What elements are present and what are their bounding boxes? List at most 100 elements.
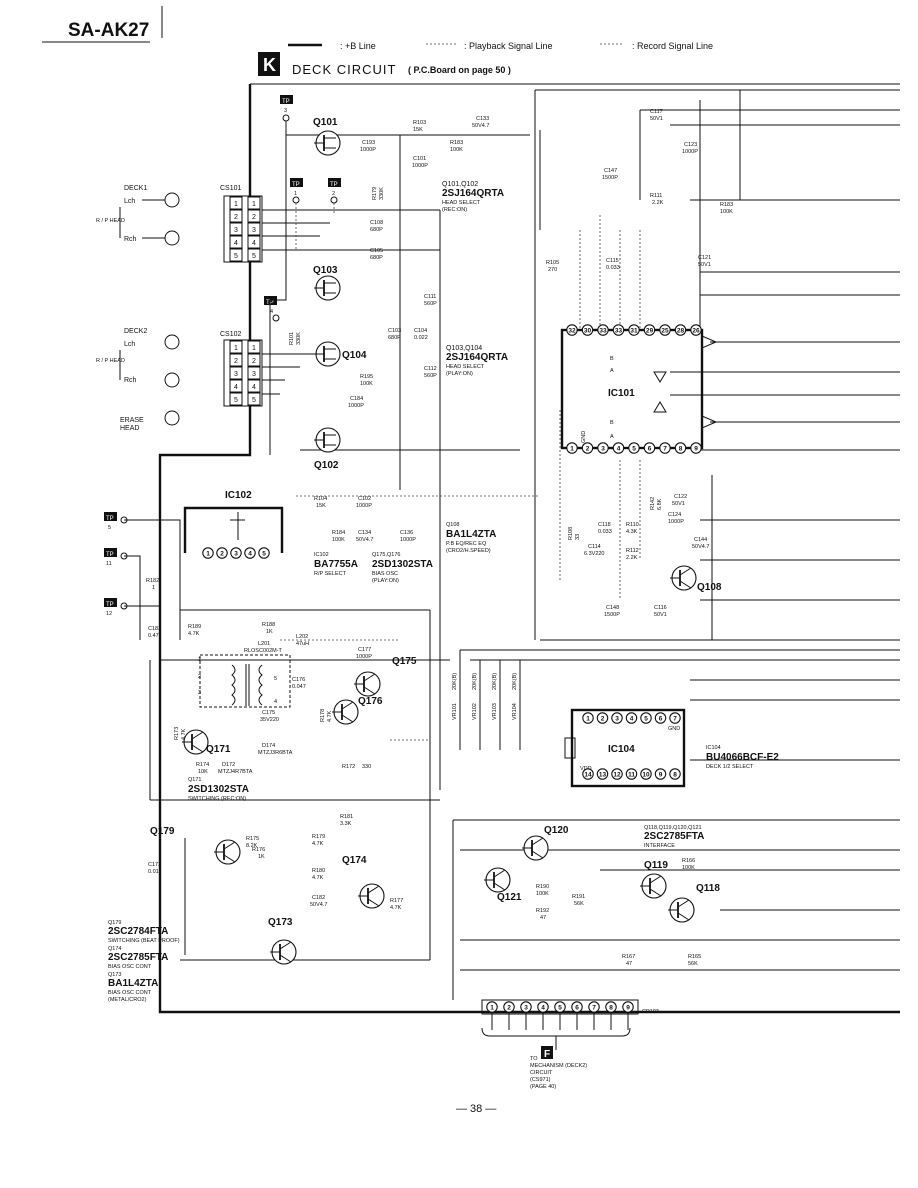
cp103-pin-6-num: 6 — [575, 1004, 579, 1011]
cs102-pin-b-2: 2 — [247, 353, 261, 367]
c173: C173 — [148, 862, 161, 868]
c112v: 560P — [424, 373, 437, 379]
vr101: VR101 — [452, 703, 458, 720]
c103v: 680P — [388, 335, 401, 341]
deck1-head-block: DECK1 Lch R / P HEAD Rch CS101 — [96, 185, 263, 263]
ic101-bottom-pin-1-num: 1 — [570, 445, 574, 452]
cp103-pin-3-num: 3 — [524, 1004, 528, 1011]
ic104-bottom-pin-10-num: 10 — [642, 771, 650, 778]
c147: C147 — [604, 168, 617, 174]
tp5-num: 5 — [108, 525, 111, 531]
tp1-tag: TP — [292, 182, 300, 188]
deck1-lch-head-icon — [164, 192, 180, 208]
tp12-num: 12 — [106, 611, 112, 617]
r111v: 2.2K — [652, 200, 664, 206]
c105: C105 — [370, 248, 383, 254]
ic101-bottom-pin-1: 1 — [566, 442, 578, 454]
r191v: 56K — [574, 901, 584, 907]
ic101-top-pin-5: 29 — [643, 324, 656, 336]
cs101-pin-5-num: 5 — [234, 253, 238, 260]
tp3-tag: TP — [282, 99, 290, 105]
ic104-top-pin-5-num: 5 — [644, 715, 648, 722]
ic101-top-pin-0: 32 — [566, 324, 578, 336]
r179bv: 4.7K — [312, 841, 324, 847]
r108v: 33 — [575, 534, 581, 540]
cp103-pin-8-num: 8 — [609, 1004, 613, 1011]
c116v: 50V1 — [654, 612, 667, 618]
q179-label: Q179 — [150, 826, 175, 837]
q175-label: Q175 — [392, 656, 417, 667]
q120-label: Q120 — [544, 825, 569, 836]
c177: C177 — [358, 647, 371, 653]
ic104-label: IC104 — [608, 744, 635, 755]
ic101-bottom-pin-6-num: 6 — [648, 445, 652, 452]
q171-symbol — [182, 729, 209, 755]
ic101-bottom-pin-2-num: 2 — [586, 445, 590, 452]
ic101-side-a2: A — [610, 434, 614, 440]
cs102-pin-1: 1 — [229, 340, 243, 354]
ic104-bottom-pin-13: 13 — [596, 768, 609, 780]
r183b: R183 — [720, 202, 733, 208]
c133: C133 — [476, 116, 489, 122]
ic101-top-pin-1: 30 — [581, 324, 594, 336]
r108: R108 — [568, 527, 574, 540]
q173-c: BIAS OSC CONT — [108, 990, 152, 996]
q179-b: 2SC2784FTA — [108, 926, 168, 937]
tp2-num: 2 — [332, 191, 335, 197]
c118v: 0.033 — [598, 529, 612, 535]
ic101-top-pin-7-num: 28 — [677, 327, 685, 334]
vr102: VR102 — [472, 703, 478, 720]
ic104-bottom-pin-12: 12 — [611, 768, 623, 780]
deck2-lch: Lch — [124, 341, 135, 348]
q120-symbol — [522, 835, 549, 861]
c182: C182 — [312, 895, 325, 901]
l202v: 47uH — [296, 641, 309, 647]
r181v: 3.3K — [340, 821, 352, 827]
cs101-pin-5: 5 — [229, 248, 243, 262]
q108-symbol — [670, 565, 697, 591]
ic101-bottom-pin-9-num: 9 — [694, 445, 698, 452]
c123: C123 — [684, 142, 697, 148]
tp12-tag: TP — [106, 602, 114, 608]
c147v: 1500P — [602, 175, 618, 181]
ic104-top-pin-3-num: 3 — [615, 715, 619, 722]
r172v: 330 — [362, 764, 371, 770]
cp103-pin-1-num: 1 — [490, 1004, 494, 1011]
c184: C184 — [350, 396, 363, 402]
cs102-pin-4: 4 — [229, 379, 243, 393]
r103v: 15K — [413, 127, 423, 133]
d172: D172 — [222, 762, 235, 768]
cs102-pin-5-num: 5 — [234, 397, 238, 404]
q173-a: Q173 — [108, 972, 121, 978]
cp103-pin-7-num: 7 — [592, 1004, 596, 1011]
c124: C124 — [668, 512, 681, 518]
section-title: DECK CIRCUIT — [292, 62, 396, 77]
c173v: 0.01 — [148, 869, 159, 875]
cp103-pin-9: 9 — [622, 1001, 634, 1013]
cs101-pin-b-1: 1 — [247, 196, 261, 210]
legend-b-line: : +B Line — [340, 41, 376, 51]
ic104-top-pin-7: 7 — [669, 712, 681, 724]
r142v: 6.8K — [657, 498, 663, 510]
cp103-dest1: MECHANISM (DECK2) — [530, 1063, 587, 1069]
cs101-pin-2: 2 — [229, 209, 243, 223]
q101-102-b: 2SJ164QRTA — [442, 188, 504, 199]
cp103-label: CP103 — [642, 1009, 659, 1015]
r195v: 100K — [360, 381, 373, 387]
c183: C183 — [148, 626, 161, 632]
r178: R178 — [320, 709, 326, 722]
cs101-label: CS101 — [220, 185, 242, 192]
ic101-block: IC101 A B A B GND — [560, 328, 718, 450]
r183: R183 — [450, 140, 463, 146]
ic101-amp2-icon — [653, 401, 667, 413]
r166v: 100K — [682, 865, 695, 871]
r105v: 270 — [548, 267, 557, 273]
cp103-pin-1: 1 — [486, 1001, 498, 1013]
ic101-top-pin-8-num: 26 — [692, 327, 700, 334]
c136v: 1000P — [400, 537, 416, 543]
q102-label: Q102 — [314, 460, 339, 471]
deck2-lch-head-icon — [164, 334, 180, 350]
ic104-gnd: GND — [668, 726, 680, 732]
deck1-label: DECK1 — [124, 185, 147, 192]
